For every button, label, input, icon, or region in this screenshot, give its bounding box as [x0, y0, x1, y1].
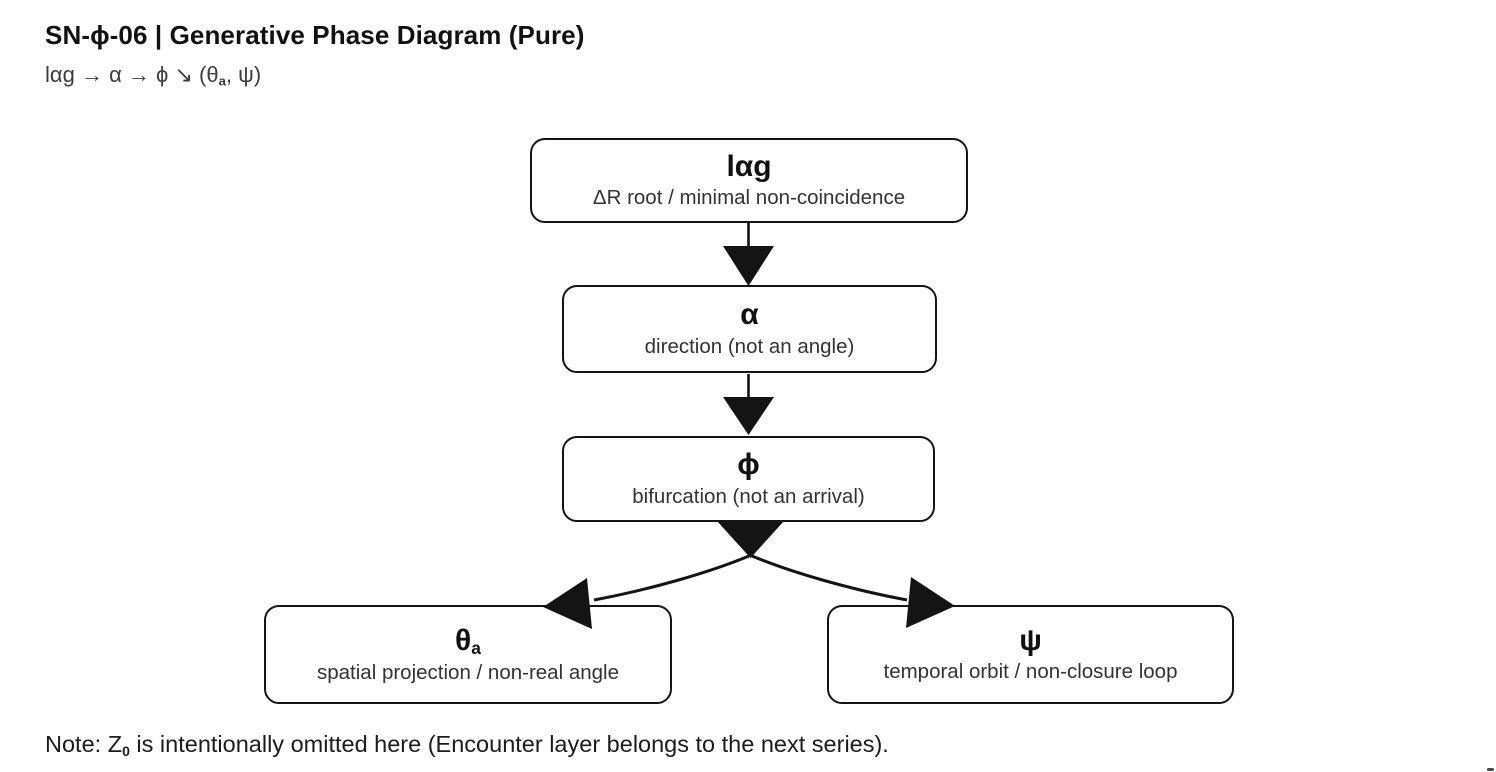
node-psi-symbol: ψ	[1019, 623, 1042, 657]
node-lag-symbol: lαg	[726, 149, 772, 183]
note-subscript: 0	[122, 742, 130, 759]
node-phi-label: bifurcation (not an arrival)	[632, 484, 865, 508]
node-theta-symbol: θa	[455, 624, 481, 658]
scrollbar-fragment	[1487, 768, 1494, 771]
node-psi: ψ temporal orbit / non-closure loop	[827, 605, 1234, 704]
node-alpha-symbol: α	[740, 298, 759, 332]
note-text: Note: Z0 is intentionally omitted here (…	[45, 731, 889, 759]
node-psi-label: temporal orbit / non-closure loop	[883, 660, 1178, 684]
formula-post: , ψ)	[225, 62, 262, 87]
node-lag-label: ΔR root / minimal non-coincidence	[592, 186, 906, 210]
formula-line: lαg → α → ϕ ↘ (θa, ψ)	[45, 62, 261, 89]
page-title: SN-ϕ-06 | Generative Phase Diagram (Pure…	[45, 20, 585, 50]
edge-phi-to-psi	[751, 554, 908, 602]
formula-pre: lαg → α → ϕ ↘ (θ	[45, 62, 219, 87]
node-phi-symbol: ϕ	[737, 448, 760, 482]
note-post: is intentionally omitted here (Encounter…	[129, 731, 889, 757]
node-alpha-label: direction (not an angle)	[644, 334, 855, 358]
theta-subscript: a	[471, 637, 481, 658]
edge-phi-to-theta	[593, 554, 750, 602]
node-theta-label: spatial projection / non-real angle	[317, 660, 619, 684]
arrowhead-down-bifurcation	[717, 521, 784, 558]
node-alpha: α direction (not an angle)	[562, 285, 937, 373]
note-pre: Note: Z	[45, 731, 123, 757]
arrowhead-down-lag-alpha	[723, 246, 774, 286]
theta-base: θ	[455, 623, 472, 657]
node-theta: θa spatial projection / non-real angle	[264, 605, 672, 704]
node-phi: ϕ bifurcation (not an arrival)	[562, 436, 935, 522]
node-lag: lαg ΔR root / minimal non-coincidence	[530, 138, 968, 223]
formula-subscript: a	[218, 73, 226, 89]
arrowhead-down-alpha-phi	[723, 397, 774, 435]
